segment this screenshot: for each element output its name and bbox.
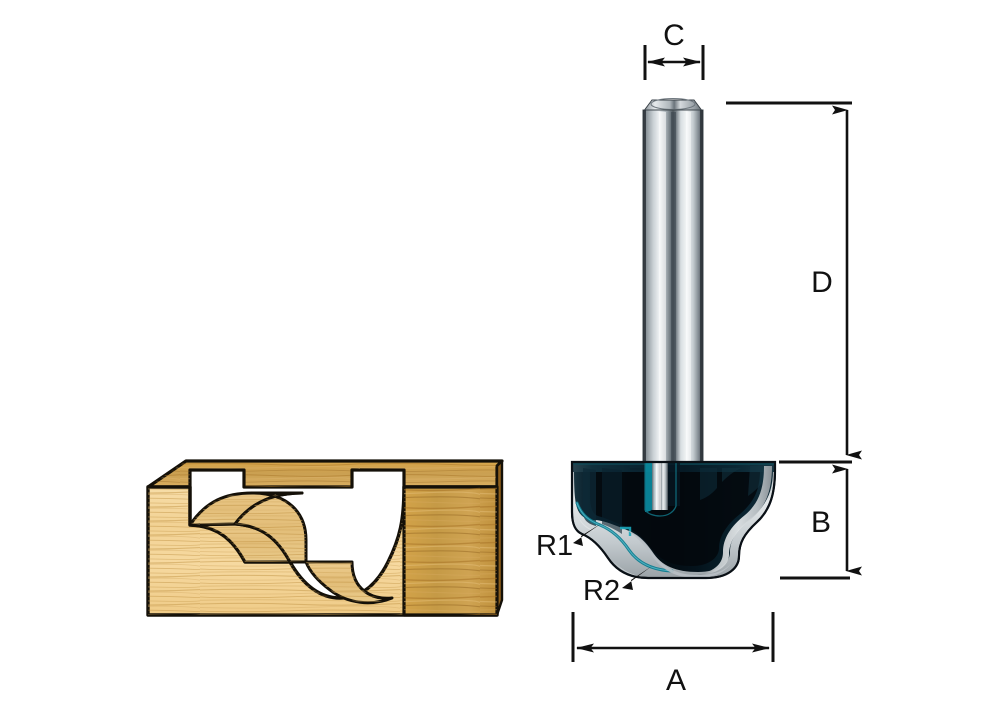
dimension-d: D	[726, 101, 862, 460]
dimension-b: B	[779, 460, 862, 580]
wood-groove-concave-surface	[304, 560, 394, 605]
dimension-b-label: B	[811, 506, 831, 539]
callout-r1: R1	[536, 523, 602, 562]
wood-end-grain-face	[402, 459, 504, 617]
router-bit-shank	[642, 97, 704, 471]
dimension-a: A	[571, 612, 775, 697]
wood-top-bevel-face	[146, 459, 504, 489]
callout-r2-label: R2	[583, 575, 620, 607]
r1-leader-arrow	[573, 523, 602, 546]
wood-block-sample	[146, 459, 504, 617]
dimension-d-label: D	[811, 266, 833, 299]
dimension-c: C	[643, 19, 705, 80]
wood-groove-bead-face	[233, 491, 308, 564]
dimension-a-label: A	[666, 664, 686, 697]
dimension-c-label: C	[663, 19, 685, 52]
router-bit-cutter-head	[570, 460, 777, 580]
callout-r2: R2	[583, 566, 652, 607]
callout-r1-label: R1	[536, 530, 573, 562]
r2-leader-arrow	[622, 566, 652, 590]
